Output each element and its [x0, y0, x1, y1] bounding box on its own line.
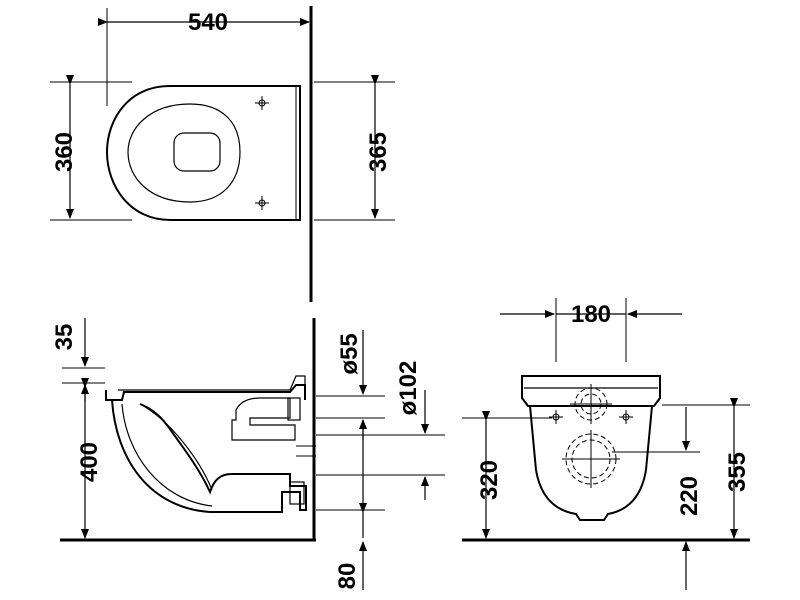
bowl-outline-top	[105, 85, 301, 221]
front-fixing-left	[549, 410, 563, 424]
front-view: 180 320 220 355	[462, 298, 751, 590]
front-fixing-right	[619, 410, 633, 424]
front-inlet-height-label: 220	[676, 476, 703, 516]
top-wall-depth-label: 365	[365, 132, 392, 172]
side-top-offset-label: 35	[51, 324, 78, 351]
fixing-point-lower	[255, 196, 269, 210]
front-total-height-label: 355	[724, 452, 751, 492]
side-bottom-offset-label: 80	[334, 563, 361, 590]
top-view: 540 360 365	[50, 8, 395, 221]
front-width-label: 180	[571, 301, 611, 328]
side-rim-height-label: 400	[76, 442, 103, 482]
outlet-opening-front	[562, 430, 620, 488]
seat-side-profile	[105, 384, 306, 401]
front-outlet-height-label: 320	[476, 460, 503, 500]
inlet-opening-front	[570, 384, 612, 424]
side-inlet-diameter-label: ø55	[336, 333, 363, 374]
top-depth-label: 360	[51, 132, 78, 172]
fixing-point-upper	[255, 96, 269, 110]
side-view: 35 400 ø55 ø102 80	[51, 318, 445, 590]
seat-opening-top	[127, 103, 241, 203]
flush-opening-top	[173, 132, 221, 172]
seat-front-profile	[521, 375, 661, 407]
bowl-front-profile	[529, 405, 653, 521]
side-outlet-diameter-label: ø102	[395, 361, 422, 416]
top-width-label: 540	[188, 9, 228, 36]
bowl-side-profile	[111, 399, 307, 513]
